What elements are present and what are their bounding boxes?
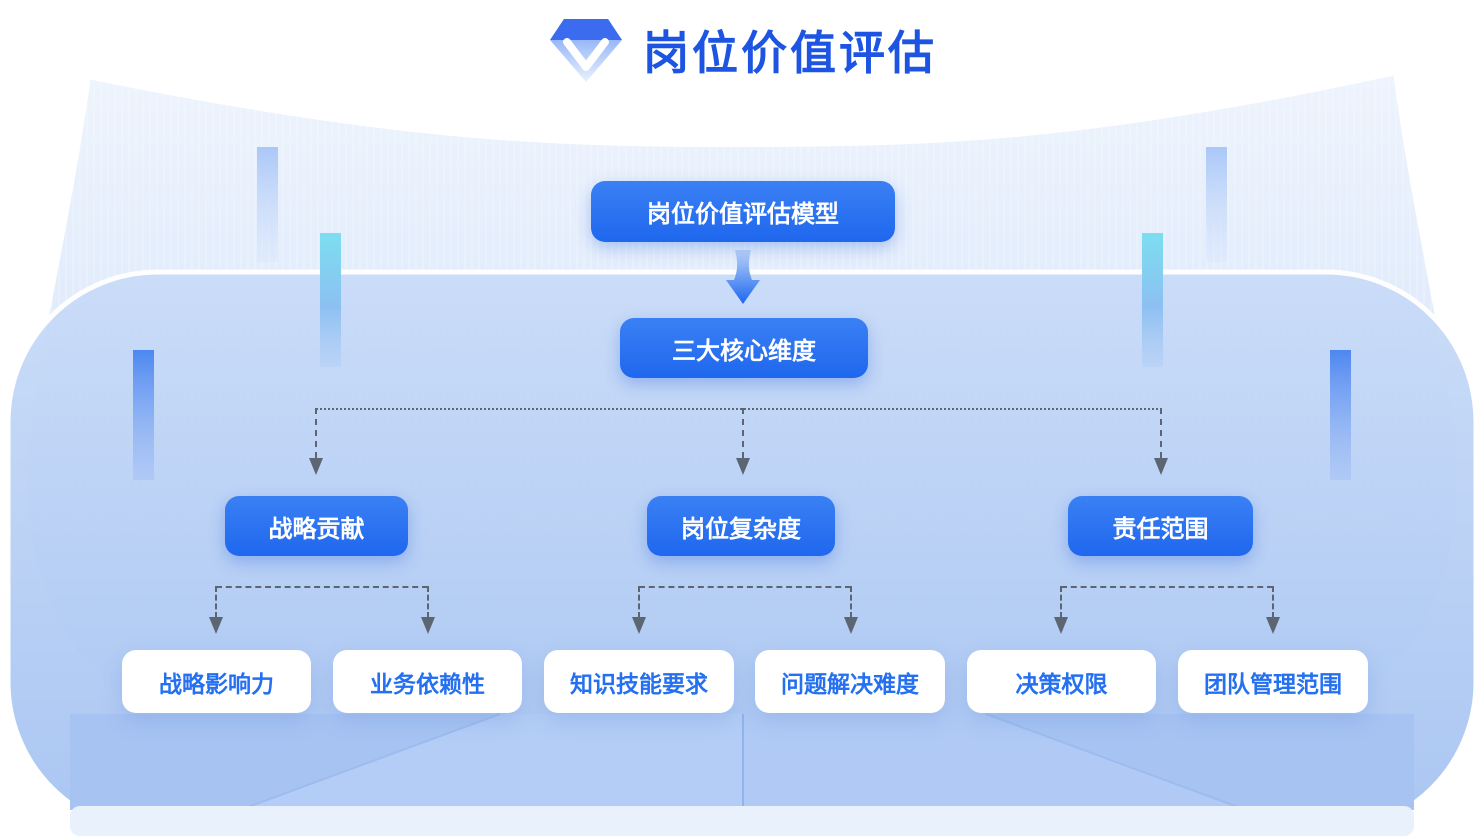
node-dimension-responsibility-scope: 责任范围	[1068, 496, 1253, 556]
arrowhead-icon	[1154, 458, 1168, 475]
node-leaf-strategic-influence: 战略影响力	[122, 650, 311, 713]
bar-left-cyan	[320, 233, 341, 367]
bar-right-blue	[1330, 350, 1351, 480]
floor-front-strip	[70, 806, 1414, 836]
arrowhead-icon	[209, 617, 223, 634]
connector-g2-horizontal	[639, 586, 851, 588]
node-leaf-business-dependency: 业务依赖性	[333, 650, 522, 713]
connector-g1-drop-left	[215, 586, 217, 618]
bar-right-light	[1206, 147, 1227, 262]
floor-trapezoid-right	[743, 714, 1246, 810]
arrowhead-icon	[736, 458, 750, 475]
connector-l1-horizontal	[316, 408, 1162, 410]
connector-g3-drop-right	[1272, 586, 1274, 618]
page-header: 岗位价值评估	[0, 10, 1484, 90]
connector-l1-drop-center	[742, 408, 744, 458]
page-title: 岗位价值评估	[643, 27, 937, 79]
connector-l1-drop-right	[1160, 408, 1162, 458]
node-dimension-strategic-contribution: 战略贡献	[225, 496, 408, 556]
connector-g1-drop-right	[427, 586, 429, 618]
connector-g3-horizontal	[1061, 586, 1273, 588]
arrowhead-icon	[1054, 617, 1068, 634]
connector-g2-drop-left	[638, 586, 640, 618]
bar-left-light	[257, 147, 278, 262]
connector-l1-drop-left	[315, 408, 317, 458]
node-core-dimensions: 三大核心维度	[620, 318, 868, 378]
arrowhead-icon	[309, 458, 323, 475]
connector-g1-horizontal	[216, 586, 428, 588]
node-leaf-decision-authority: 决策权限	[967, 650, 1156, 713]
arrowhead-icon	[1266, 617, 1280, 634]
node-leaf-knowledge-skill-requirements: 知识技能要求	[544, 650, 734, 713]
diamond-icon	[550, 19, 622, 82]
arrowhead-icon	[421, 617, 435, 634]
node-leaf-problem-solving-difficulty: 问题解决难度	[755, 650, 945, 713]
bar-right-cyan	[1142, 233, 1163, 367]
arrowhead-icon	[632, 617, 646, 634]
connector-g3-drop-left	[1060, 586, 1062, 618]
connector-g2-drop-right	[850, 586, 852, 618]
bar-left-blue	[133, 350, 154, 480]
node-dimension-job-complexity: 岗位复杂度	[647, 496, 835, 556]
arrowhead-icon	[844, 617, 858, 634]
node-root-model: 岗位价值评估模型	[591, 181, 895, 242]
node-leaf-team-management-scope: 团队管理范围	[1178, 650, 1368, 713]
down-arrow-icon	[726, 250, 760, 304]
floor-trapezoid-left	[240, 714, 743, 810]
